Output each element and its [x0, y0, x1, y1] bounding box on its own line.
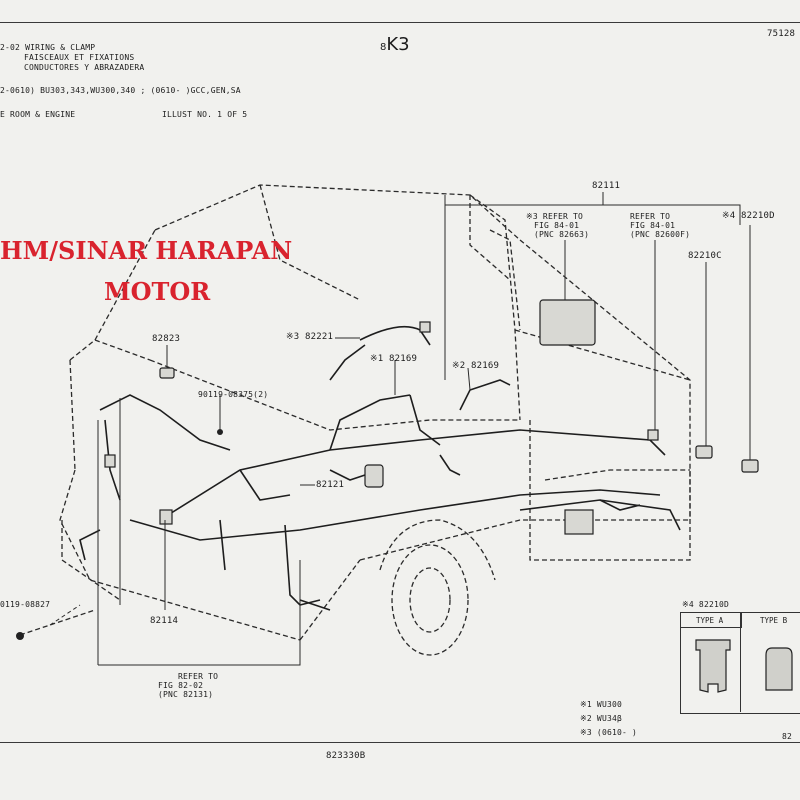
watermark-line-1: HM/SINAR HARAPAN: [0, 236, 293, 265]
ref2-line-3: (PNC 82600F): [630, 230, 691, 239]
title-line-2: FAISCEAUX ET FIXATIONS: [24, 53, 135, 62]
label-82823: 82823: [152, 334, 181, 344]
label-82114: 82114: [150, 616, 179, 626]
title-line-1: 2-02 WIRING & CLAMP: [0, 43, 96, 52]
watermark-line-2: MOTOR: [104, 277, 211, 306]
note-3: ※3 (0610- ): [580, 728, 638, 737]
title-line-3: CONDUCTORES Y ABRAZADERA: [24, 63, 145, 72]
footer-code: 823330B: [326, 751, 366, 761]
inset-divider: [740, 612, 741, 712]
ref3-line-3: (PNC 82131): [158, 690, 214, 699]
model-line: 2-0610) BU303,343,WU300,340 ; (0610- )GC…: [0, 86, 241, 95]
inset-type-a: TYPE A: [696, 616, 724, 625]
label-90119-08827: 0119-08827: [0, 600, 51, 609]
note-2: ※2 WU34β: [580, 714, 623, 723]
note-1: ※1 WU300: [580, 700, 623, 709]
ref2-line-2: FIG 84-01: [630, 221, 676, 230]
label-82210d: ※4 82210D: [722, 211, 775, 221]
page-code: 8K3: [380, 34, 410, 55]
ref1-line-1: ※3 REFER TO: [526, 212, 584, 221]
label-90119-08375: 90119-08375(2): [198, 390, 269, 399]
inset-type-a-header: [680, 612, 742, 628]
cab-roof-outline: [154, 184, 521, 241]
ref2-line-1: REFER TO: [630, 212, 671, 221]
top-border: [0, 22, 800, 23]
ref1-line-2: FIG 84-01: [534, 221, 580, 230]
label-82169-a: ※1 82169: [370, 354, 418, 364]
inset-corner: 82: [782, 732, 793, 741]
connector-82210c: [695, 445, 713, 459]
illust-line: ILLUST NO. 1 OF 5: [162, 110, 248, 119]
inset-title: ※4 82210D: [682, 600, 730, 609]
ref3-line-1: REFER TO: [178, 672, 219, 681]
main-harness: [129, 489, 661, 541]
ref3-line-2: FIG 82-02: [158, 681, 204, 690]
bottom-border: [0, 742, 800, 743]
label-82169-b: ※2 82169: [452, 361, 500, 371]
label-82210c: 82210C: [688, 251, 722, 261]
inset-type-b: TYPE B: [760, 616, 788, 625]
label-82121: 82121: [316, 480, 345, 490]
doc-number: 75128: [767, 29, 796, 39]
relay-block-82663: [539, 299, 596, 346]
section-line: E ROOM & ENGINE: [0, 110, 76, 119]
label-82111: 82111: [592, 181, 621, 191]
ref1-line-3: (PNC 82663): [534, 230, 590, 239]
label-82221: ※3 82221: [286, 332, 334, 342]
